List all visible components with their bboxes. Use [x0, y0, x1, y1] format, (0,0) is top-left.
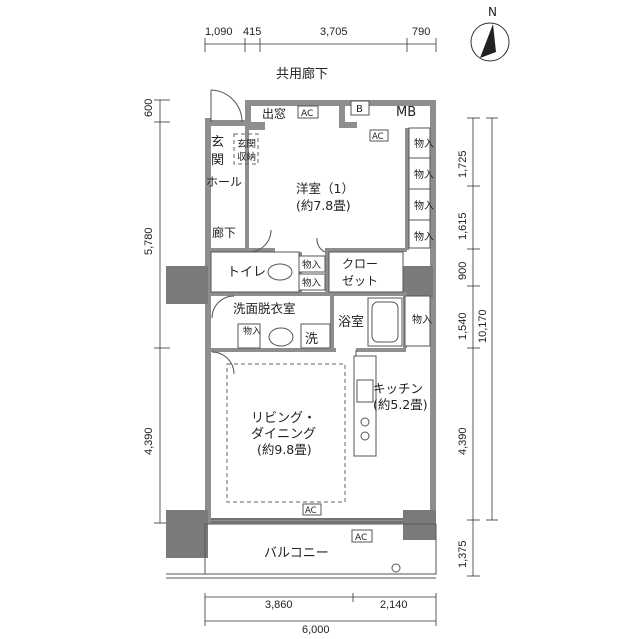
hall-label: ホール [206, 175, 242, 189]
living-label-2: ダイニング [251, 427, 316, 442]
compass-label: N [488, 5, 497, 19]
dim-right-1: 1,725 [457, 150, 469, 178]
north-arrow-icon [480, 24, 496, 58]
dim-top-1: 1,090 [205, 26, 233, 38]
kitchen-label: キッチン [373, 381, 423, 396]
top-dimensions: 1,090 415 3,705 790 [204, 26, 437, 52]
storage-column [404, 127, 431, 347]
dim-top-4: 790 [412, 26, 430, 38]
ac-top: AC [297, 105, 319, 119]
toilet-storage-2: 物入 [302, 277, 322, 289]
walls [166, 100, 436, 558]
balcony-railing [166, 523, 437, 579]
dim-right-total: 10,170 [477, 309, 489, 343]
dim-bottom-2: 2,140 [380, 599, 408, 611]
dim-top-2: 415 [243, 26, 261, 38]
washer-label: 洗 [305, 332, 318, 347]
living-area-outline [226, 363, 346, 503]
western-room-label: 洋室（1） [296, 181, 354, 196]
toilet-fixtures [210, 251, 326, 293]
b-box: B [350, 100, 370, 116]
entrance-label-2: 関 [211, 153, 224, 168]
bathroom-label: 浴室 [338, 314, 364, 330]
ac-living: AC [302, 503, 322, 516]
dim-right-2: 1,615 [457, 212, 469, 240]
storage-label-3: 物入 [414, 199, 434, 212]
dim-right-3: 900 [457, 262, 469, 280]
storage-label-2: 物入 [414, 168, 434, 181]
svg-text:AC: AC [372, 132, 384, 142]
dim-bottom-total: 6,000 [302, 624, 330, 636]
living-area: (約9.8畳) [257, 442, 312, 457]
closet-label-2: ゼット [342, 274, 378, 288]
compass: N [470, 5, 510, 62]
shared-corridor-label: 共用廊下 [276, 66, 328, 82]
mb-label: MB [396, 105, 416, 120]
washroom-storage-1: 物入 [243, 325, 261, 337]
dim-bottom-1: 3,860 [265, 599, 293, 611]
service-window-label: 出窓 [262, 106, 286, 121]
svg-text:収納: 収納 [237, 151, 256, 163]
washroom-label: 洗面脱衣室 [233, 301, 296, 316]
storage-label-4: 物入 [414, 230, 434, 243]
dim-left-3: 4,390 [143, 427, 155, 455]
svg-text:AC: AC [355, 533, 367, 543]
hallway-label: 廊下 [212, 225, 236, 240]
closet-box [328, 251, 404, 293]
dim-left-1: 600 [143, 99, 155, 117]
bath-storage-label: 物入 [412, 313, 432, 326]
ac-western: AC [369, 129, 389, 142]
entrance-label-1: 玄 [211, 135, 224, 150]
dim-left-2: 5,780 [143, 227, 155, 255]
left-dimensions: 600 5,780 4,390 [143, 99, 170, 524]
balcony-label: バルコニー [264, 546, 329, 561]
dim-right-5: 4,390 [457, 427, 469, 455]
svg-text:AC: AC [301, 109, 313, 119]
toilet-label: トイレ [227, 265, 266, 280]
kitchen-area: (約5.2畳) [373, 397, 428, 412]
living-label-1: リビング・ [251, 411, 316, 426]
storage-label-1: 物入 [414, 137, 434, 150]
bottom-dimensions: 3,860 2,140 6,000 [204, 593, 437, 636]
svg-text:B: B [356, 104, 363, 115]
dim-right-4: 1,540 [457, 312, 469, 340]
right-dimensions: 1,725 1,615 900 1,540 4,390 1,375 10,170 [457, 117, 498, 577]
western-room-area: (約7.8畳) [296, 198, 351, 213]
bathtub [367, 297, 403, 347]
kitchen-counter [353, 355, 377, 457]
svg-text:AC: AC [305, 506, 317, 516]
dim-top-3: 3,705 [320, 26, 348, 38]
closet-label-1: クロー [342, 257, 378, 271]
toilet-storage-1: 物入 [302, 259, 322, 271]
room-labels: 共用廊下 出窓 AC B MB 玄 関 玄関 収納 ホール 廊下 洋室（1） (… [206, 66, 434, 561]
entrance-storage: 玄関 収納 [233, 133, 259, 165]
svg-text:玄関: 玄関 [237, 138, 256, 150]
dim-right-6: 1,375 [457, 540, 469, 568]
washroom-fixtures [237, 323, 331, 349]
ac-balcony: AC [351, 529, 373, 543]
entrance-door [210, 89, 243, 123]
